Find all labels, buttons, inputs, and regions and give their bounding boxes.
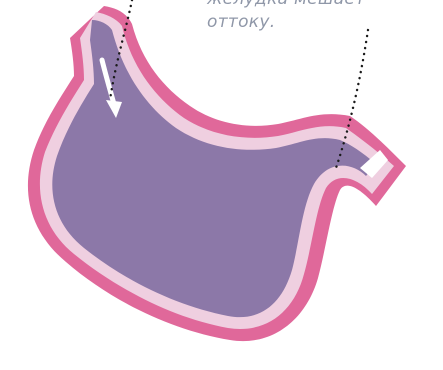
caption-line-2: оттоку.	[207, 11, 275, 34]
caption-line-1: желудка мешает	[207, 0, 365, 11]
